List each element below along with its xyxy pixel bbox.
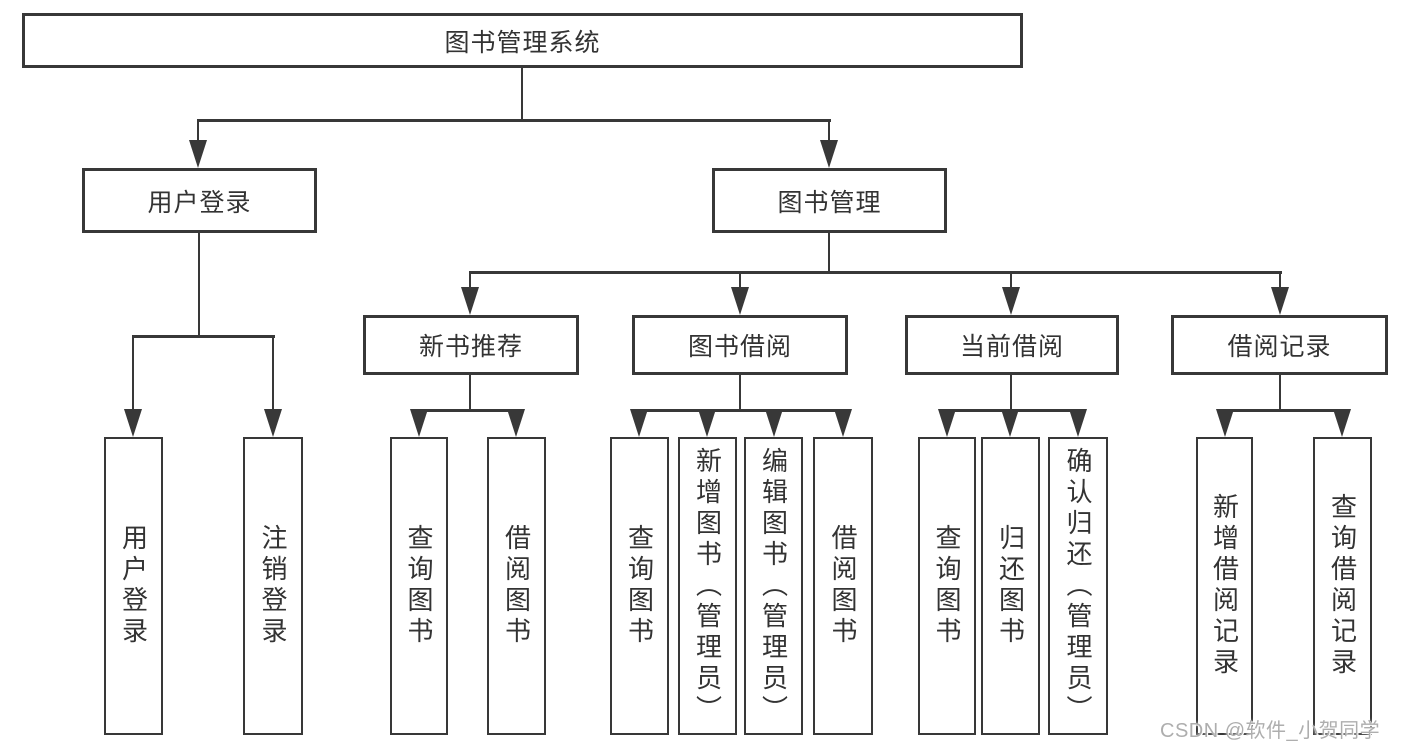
leaf-edit-book-admin-label: 编辑图书（管理员） [758, 446, 789, 726]
connector-vline [520, 68, 524, 121]
leaf-return-book-label: 归还图书 [995, 524, 1026, 648]
connector-hline [131, 335, 275, 338]
leaf-query-borrow-record-label: 查询借阅记录 [1327, 493, 1358, 679]
arrow-down-icon [1002, 287, 1020, 315]
leaf-logout: 注销登录 [243, 437, 303, 735]
arrow-down-icon [1271, 287, 1289, 315]
leaf-add-borrow-record-label: 新增借阅记录 [1209, 493, 1240, 679]
arrow-down-icon [698, 409, 716, 437]
leaf-logout-label: 注销登录 [258, 524, 288, 648]
leaf-query-books-recommend-label: 查询图书 [404, 524, 434, 648]
leaf-edit-book-admin: 编辑图书（管理员） [744, 437, 803, 735]
arrow-down-icon [765, 409, 783, 437]
leaf-add-book-admin: 新增图书（管理员） [678, 437, 737, 735]
arrow-down-icon [731, 287, 749, 315]
leaf-add-book-admin-label: 新增图书（管理员） [692, 446, 723, 726]
leaf-query-books-current-label: 查询图书 [932, 524, 962, 648]
arrow-down-icon [1216, 409, 1234, 437]
arrow-down-icon [938, 409, 956, 437]
connector-vline [1278, 375, 1282, 411]
connector-vline [738, 271, 742, 289]
connector-vline [197, 233, 201, 337]
connector-hline [637, 409, 845, 412]
node-new-book-recommend-label: 新书推荐 [418, 333, 523, 361]
connector-vline [738, 375, 742, 411]
node-book-management-label: 图书管理 [777, 188, 882, 217]
connector-hline [417, 409, 519, 412]
connector-vline [1278, 271, 1282, 289]
arrow-down-icon [410, 409, 428, 437]
connector-vline [1009, 375, 1013, 411]
leaf-query-borrow-record: 查询借阅记录 [1313, 437, 1372, 735]
connector-vline [1009, 271, 1013, 289]
node-user-login: 用户登录 [82, 168, 317, 233]
connector-vline [196, 119, 200, 143]
connector-vline [468, 375, 472, 411]
node-book-borrow: 图书借阅 [632, 315, 848, 375]
connector-vline [827, 233, 831, 273]
arrow-down-icon [630, 409, 648, 437]
node-current-borrow: 当前借阅 [905, 315, 1119, 375]
arrow-down-icon [124, 409, 142, 437]
node-new-book-recommend: 新书推荐 [363, 315, 579, 375]
node-root: 图书管理系统 [22, 13, 1023, 68]
node-borrow-records-label: 借阅记录 [1227, 333, 1332, 361]
leaf-user-login: 用户登录 [104, 437, 163, 735]
arrow-down-icon [1069, 409, 1087, 437]
node-borrow-records: 借阅记录 [1171, 315, 1388, 375]
leaf-confirm-return-admin-label: 确认归还（管理员） [1063, 446, 1093, 726]
node-current-borrow-label: 当前借阅 [959, 333, 1064, 361]
arrow-down-icon [189, 140, 207, 168]
arrow-down-icon [461, 287, 479, 315]
leaf-borrow-books-recommend-label: 借阅图书 [501, 524, 532, 648]
arrow-down-icon [820, 140, 838, 168]
watermark: CSDN @软件_小贺同学 [1160, 720, 1381, 742]
leaf-query-books-recommend: 查询图书 [390, 437, 448, 735]
node-book-management: 图书管理 [712, 168, 947, 233]
connector-vline [131, 335, 135, 411]
leaf-return-book: 归还图书 [981, 437, 1040, 735]
leaf-add-borrow-record: 新增借阅记录 [1196, 437, 1253, 735]
arrow-down-icon [1333, 409, 1351, 437]
connector-vline [827, 119, 831, 143]
leaf-confirm-return-admin: 确认归还（管理员） [1048, 437, 1108, 735]
leaf-user-login-label: 用户登录 [118, 524, 149, 648]
node-user-login-label: 用户登录 [147, 188, 252, 217]
leaf-query-books-borrow: 查询图书 [610, 437, 669, 735]
leaf-query-books-current: 查询图书 [918, 437, 976, 735]
leaf-borrow-books-borrow: 借阅图书 [813, 437, 873, 735]
arrow-down-icon [834, 409, 852, 437]
connector-vline [271, 335, 275, 411]
arrow-down-icon [507, 409, 525, 437]
node-root-label: 图书管理系统 [444, 28, 601, 57]
leaf-query-books-borrow-label: 查询图书 [624, 524, 655, 648]
connector-hline [1223, 409, 1344, 412]
arrow-down-icon [264, 409, 282, 437]
connector-vline [468, 271, 472, 289]
connector-hline [196, 119, 831, 122]
node-book-borrow-label: 图书借阅 [687, 333, 792, 361]
arrow-down-icon [1001, 409, 1019, 437]
leaf-borrow-books-recommend: 借阅图书 [487, 437, 546, 735]
leaf-borrow-books-borrow-label: 借阅图书 [828, 524, 858, 648]
connector-hline [468, 271, 1282, 274]
